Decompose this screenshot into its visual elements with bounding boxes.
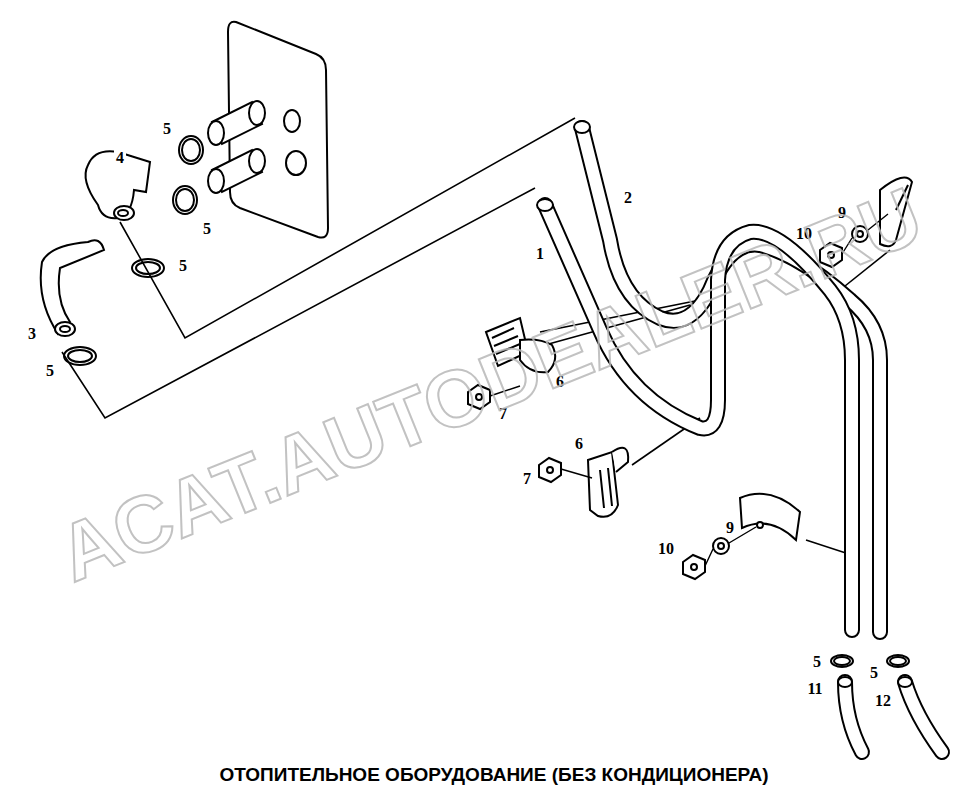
pipe-brackets-part (600, 468, 612, 508)
watermark: ACAT.AUTODEALER.RU (46, 170, 935, 600)
nuts-washers-part (547, 467, 553, 473)
callout-number: 6 (573, 435, 585, 452)
callout-number: 5 (868, 664, 880, 681)
pipe-brackets-part (740, 494, 800, 540)
hoses-11-12 (838, 677, 942, 752)
elbow-hose-3-part (60, 326, 70, 332)
hose-clamps-part (887, 655, 909, 667)
hose-clamps-part (68, 350, 92, 362)
heater-nipples-part (249, 149, 265, 173)
hoses-11-12-part (905, 682, 942, 752)
pipe-1-part (537, 199, 553, 211)
callout-number: 2 (622, 189, 634, 206)
elbow-hose-3-part (55, 322, 75, 336)
nuts-washers-part (691, 564, 697, 570)
hose-clamps-part (182, 139, 200, 161)
callout-number: 5 (177, 257, 189, 274)
pipe-brackets-part (588, 452, 618, 517)
callout-number: 5 (44, 362, 56, 379)
hose-clamps-part (834, 657, 850, 665)
hoses-11-12-part (898, 677, 912, 687)
hose-clamps-part (831, 655, 853, 667)
hose-clamps-part (173, 186, 197, 214)
hose-clamps-part (176, 189, 194, 211)
callout-number: 5 (161, 120, 173, 137)
heater-nipples-part (208, 121, 224, 145)
callout-number: 11 (805, 680, 824, 697)
elbow-hose-4-part (118, 210, 128, 216)
heater-nipples-part (208, 169, 224, 193)
nuts-washers-part (718, 543, 724, 549)
fastener-axes-part (561, 469, 592, 478)
assembly-lines-part (120, 118, 575, 338)
hoses-11-12-part (845, 682, 862, 752)
callout-number: 4 (114, 149, 126, 166)
bulkhead-plate-part (284, 110, 300, 132)
callout-number: 10 (656, 540, 676, 557)
hoses-11-12-part (905, 682, 942, 752)
hoses-11-12-part (845, 682, 862, 752)
pipe-brackets-part (757, 522, 763, 528)
bulkhead-plate-part (286, 151, 306, 175)
hose-clamps-part (890, 657, 906, 665)
diagram-caption: ОТОПИТЕЛЬНОЕ ОБОРУДОВАНИЕ (БЕЗ КОНДИЦИОН… (219, 764, 768, 786)
nuts-washers-part (539, 458, 561, 482)
elbow-hose-4-part (114, 206, 134, 220)
pipe-brackets-part (612, 448, 628, 472)
hoses-11-12-part (838, 677, 852, 687)
nuts-washers-part (713, 538, 729, 554)
callout-number: 12 (873, 692, 893, 709)
hose-clamps-part (64, 347, 96, 365)
callout-number: 7 (521, 470, 533, 487)
hose-clamps-part (179, 136, 203, 164)
callout-number: 5 (201, 220, 213, 237)
elbow-hose-3 (41, 240, 104, 336)
hose-clamps-part (136, 262, 160, 274)
callout-number: 1 (534, 245, 546, 262)
pipe-1-part (574, 121, 590, 133)
elbow-hose-3-part (41, 240, 104, 334)
heater-nipples-part (249, 101, 265, 125)
callout-number: 5 (811, 653, 823, 670)
hose-clamps-part (132, 259, 164, 277)
callout-number: 9 (724, 519, 736, 536)
nuts-washers-part (683, 555, 705, 579)
heater-nipples (208, 101, 265, 193)
callout-number: 3 (26, 325, 38, 342)
